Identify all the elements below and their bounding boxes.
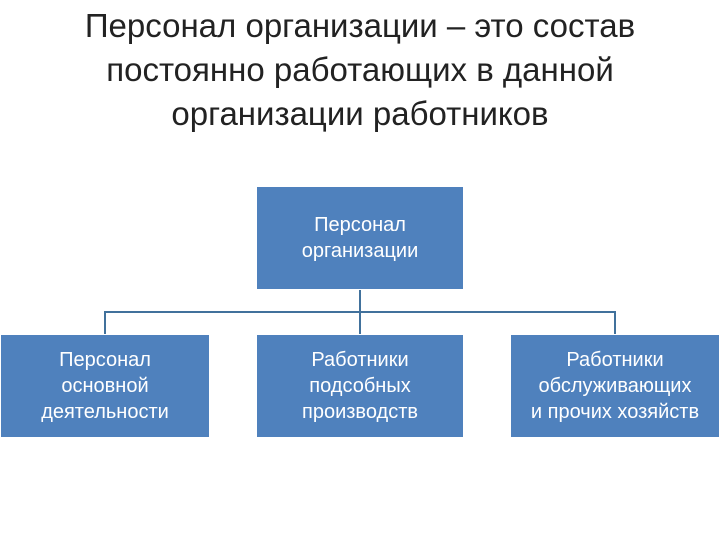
org-node-main-activity-line-2: основной (61, 375, 149, 397)
org-node-root-line-1: Персонал (314, 214, 406, 236)
slide-title-line-2: постоянно работающих в данной (106, 51, 614, 88)
org-node-main-activity-line-1: Персонал (59, 349, 151, 371)
org-node-main-activity: Персонал основной деятельности (0, 334, 210, 438)
org-node-auxiliary-production: Работники подсобных производств (256, 334, 464, 438)
org-node-root-line-2: организации (301, 240, 419, 262)
org-node-auxiliary-production-line-1: Работники (311, 349, 409, 371)
org-node-root: Персонал организации (256, 186, 464, 290)
slide-title-line-1: Персонал организации – это состав (84, 7, 636, 44)
slide-title-line-3: организации работников (171, 95, 549, 132)
org-node-main-activity-line-3: деятельности (41, 401, 169, 423)
org-node-auxiliary-production-line-2: подсобных (309, 375, 411, 397)
org-node-service-facilities-line-2: обслуживающих (538, 375, 692, 397)
org-node-auxiliary-production-line-3: производств (302, 401, 418, 423)
slide-title: Персонал организации – это состав постоя… (20, 4, 700, 136)
org-node-service-facilities-line-1: Работники (566, 349, 664, 371)
org-node-service-facilities-line-3: и прочих хозяйств (530, 401, 700, 423)
org-node-service-facilities: Работники обслуживающих и прочих хозяйст… (510, 334, 720, 438)
